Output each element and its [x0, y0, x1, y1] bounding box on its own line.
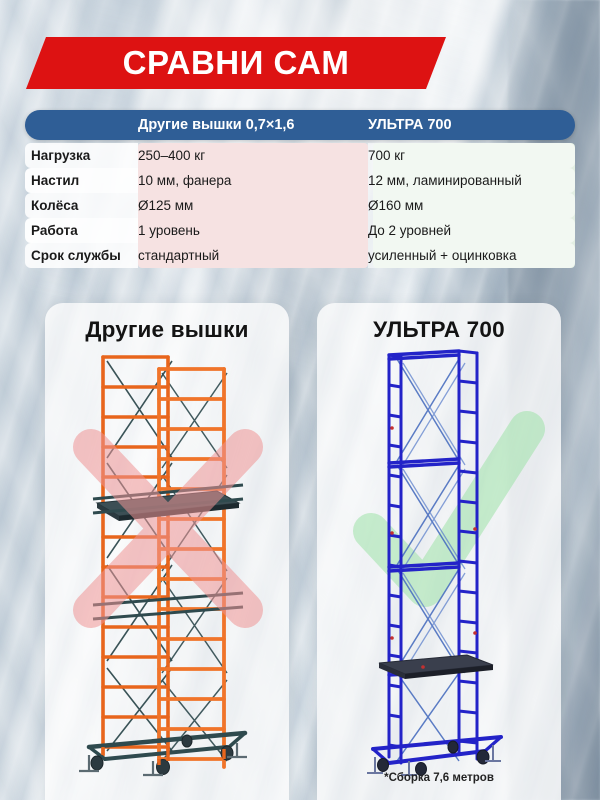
scaffold-tower-other	[79, 355, 248, 777]
cell-ultra: 12 мм, ламинированный	[368, 173, 522, 188]
assembly-footnote: *Сборка 7,6 метров	[384, 772, 494, 784]
table-body: Нагрузка 250–400 кг 700 кг Настил 10 мм,…	[25, 143, 575, 268]
table-row: Нагрузка 250–400 кг 700 кг	[25, 143, 575, 168]
table-row: Колёса Ø125 мм Ø160 мм	[25, 193, 575, 218]
cell-other: стандартный	[138, 248, 220, 263]
table-row: Работа 1 уровень До 2 уровней	[25, 218, 575, 243]
card-title: Другие вышки	[85, 317, 249, 342]
cell-spec: Срок службы	[31, 248, 121, 263]
comparison-table: Другие вышки 0,7×1,6 УЛЬТРА 700 Нагрузка…	[25, 110, 575, 268]
title-banner: СРАВНИ САМ	[26, 37, 446, 89]
row-spec-bg	[25, 243, 138, 268]
table-column-band-other	[138, 143, 368, 268]
row-spec-bg	[25, 168, 138, 193]
scaffold-base	[79, 730, 248, 777]
row-ultra-bg	[368, 193, 575, 218]
row-ultra-bg	[368, 218, 575, 243]
row-spec-bg	[25, 143, 138, 168]
cell-other: 10 мм, фанера	[138, 173, 232, 188]
cell-other: Ø125 мм	[138, 198, 194, 213]
banner-title: СРАВНИ САМ	[122, 44, 350, 81]
row-ultra-bg	[368, 168, 575, 193]
cell-other: 1 уровень	[138, 223, 200, 238]
table-header-ultra: УЛЬТРА 700	[368, 117, 452, 133]
card-other-towers: Другие вышки	[45, 303, 289, 800]
cell-ultra: 700 кг	[368, 148, 406, 163]
card-title: УЛЬТРА 700	[373, 317, 505, 342]
table-row: Срок службы стандартный усиленный + оцин…	[25, 243, 575, 268]
table-row: Настил 10 мм, фанера 12 мм, ламинированн…	[25, 168, 575, 193]
cell-ultra: усиленный + оцинковка	[368, 248, 517, 263]
scaffold-base	[367, 735, 503, 776]
row-ultra-bg	[368, 243, 575, 268]
row-spec-bg	[25, 218, 138, 243]
table-header-row: Другие вышки 0,7×1,6 УЛЬТРА 700	[25, 110, 575, 140]
cell-ultra: Ø160 мм	[368, 198, 424, 213]
connector-dots	[390, 426, 477, 669]
cell-spec: Нагрузка	[31, 148, 91, 163]
scaffold-tower-ultra	[367, 349, 503, 776]
cell-spec: Работа	[31, 223, 78, 238]
cell-spec: Настил	[31, 173, 80, 188]
cell-ultra: До 2 уровней	[368, 223, 452, 238]
row-ultra-bg	[368, 143, 575, 168]
cell-spec: Колёса	[31, 198, 79, 213]
cell-other: 250–400 кг	[138, 148, 206, 163]
row-spec-bg	[25, 193, 138, 218]
card-ultra-700: УЛЬТРА 700	[317, 303, 561, 800]
scaffold-platform	[378, 654, 494, 679]
table-header-other: Другие вышки 0,7×1,6	[138, 117, 295, 133]
